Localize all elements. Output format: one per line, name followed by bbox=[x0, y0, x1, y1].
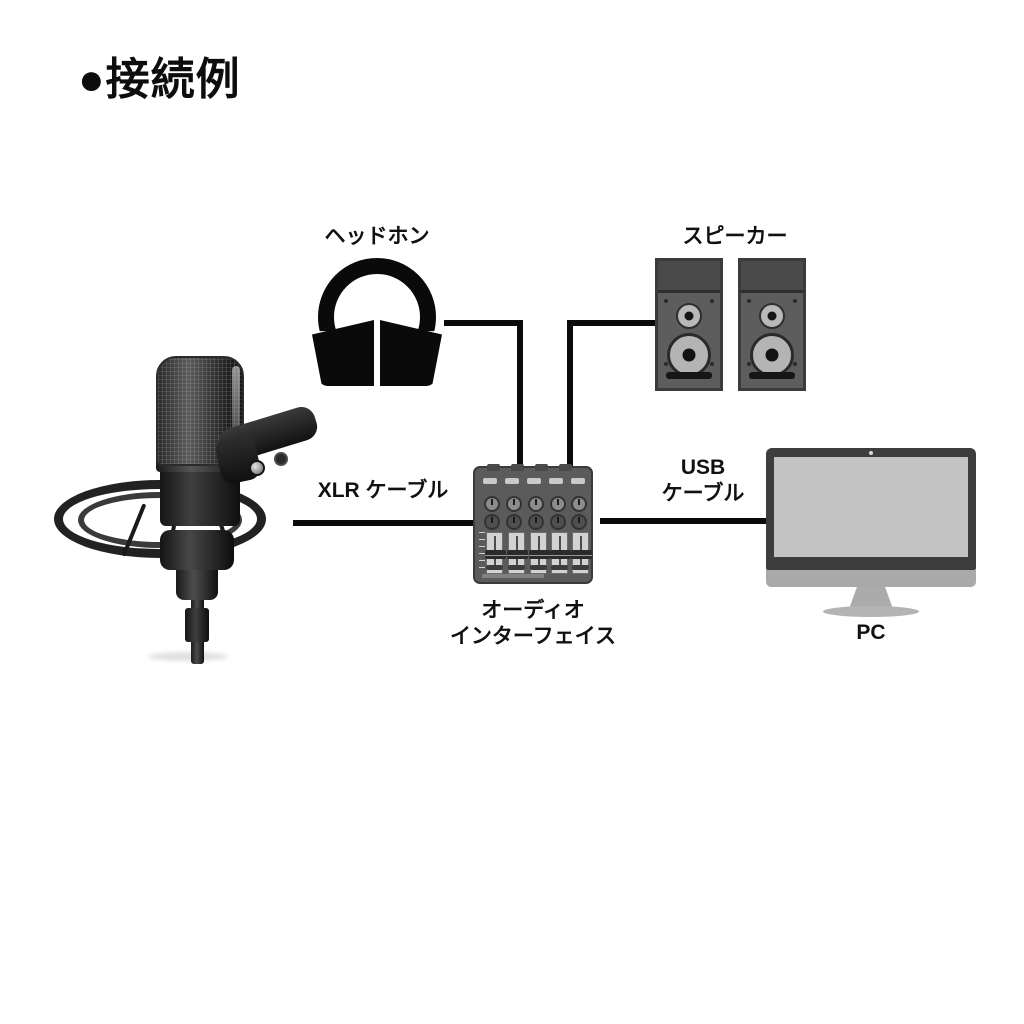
interface-pan-knob bbox=[506, 514, 522, 530]
speaker-bass-port bbox=[666, 372, 712, 379]
speaker-top-band bbox=[658, 261, 720, 293]
wire-xlr-cable bbox=[293, 520, 473, 526]
speaker-screw bbox=[747, 299, 751, 303]
microphone-xlr-connector bbox=[185, 608, 209, 642]
speaker-screw bbox=[664, 299, 668, 303]
condenser-microphone-icon bbox=[52, 352, 321, 664]
speaker-top-band bbox=[741, 261, 803, 293]
speakers-icon bbox=[655, 258, 815, 391]
fader-cap bbox=[529, 550, 550, 559]
microphone-grille-highlight bbox=[232, 366, 240, 462]
interface-gain-knob bbox=[506, 496, 522, 512]
speaker-screw bbox=[793, 362, 797, 366]
audio-interface-icon bbox=[473, 464, 593, 584]
interface-gain-knob bbox=[550, 496, 566, 512]
page-title: ●接続例 bbox=[78, 55, 241, 104]
fader-cap bbox=[550, 550, 571, 559]
interface-switch bbox=[527, 478, 541, 484]
speaker-bass-port bbox=[749, 372, 795, 379]
monitor-bezel bbox=[766, 448, 976, 570]
interface-top-jack bbox=[487, 464, 500, 471]
fader-cap bbox=[507, 550, 528, 559]
interface-fader-scale bbox=[479, 530, 486, 572]
interface-brand-text bbox=[482, 574, 544, 578]
interface-switch bbox=[483, 478, 497, 484]
speaker-screw bbox=[710, 362, 714, 366]
interface-switch bbox=[505, 478, 519, 484]
wire-headphone-vertical bbox=[517, 320, 523, 468]
monitor-stand-base bbox=[823, 606, 919, 617]
interface-gain-knob bbox=[528, 496, 544, 512]
audio-interface-body bbox=[473, 464, 593, 584]
speaker-screw bbox=[710, 299, 714, 303]
pc-label: PC bbox=[856, 621, 886, 644]
interface-channel-tag bbox=[486, 565, 503, 570]
monitor-screen bbox=[774, 457, 968, 557]
speaker-face bbox=[658, 293, 720, 388]
interface-pan-knob bbox=[484, 514, 500, 530]
speaker-tweeter bbox=[759, 303, 785, 329]
interface-channel-tag bbox=[551, 565, 568, 570]
speaker-screw bbox=[664, 362, 668, 366]
wire-speaker-vertical bbox=[567, 320, 573, 468]
microphone-mount-thumbscrew bbox=[249, 460, 265, 476]
microphone-mount-knob bbox=[274, 452, 288, 466]
wire-usb-cable bbox=[600, 518, 768, 524]
interface-channel-tag bbox=[508, 565, 525, 570]
speaker-woofer bbox=[667, 333, 711, 377]
speaker-screw bbox=[793, 299, 797, 303]
interface-pan-knob bbox=[571, 514, 587, 530]
interface-fader bbox=[507, 532, 528, 574]
interface-channel-tag bbox=[572, 565, 589, 570]
wire-headphone-horizontal bbox=[444, 320, 523, 326]
fader-cap bbox=[485, 550, 506, 559]
speaker-tweeter bbox=[676, 303, 702, 329]
interface-gain-knob bbox=[484, 496, 500, 512]
shock-mount-hub bbox=[160, 530, 234, 570]
interface-gain-knob bbox=[571, 496, 587, 512]
interface-top-jack bbox=[511, 464, 524, 471]
speaker-screw bbox=[747, 362, 751, 366]
interface-fader bbox=[485, 532, 506, 574]
interface-pan-knob bbox=[528, 514, 544, 530]
interface-fader bbox=[529, 532, 550, 574]
headphones-icon bbox=[312, 258, 442, 386]
speaker-right bbox=[738, 258, 806, 391]
microphone-shadow bbox=[148, 652, 228, 661]
monitor-stand-neck bbox=[849, 587, 893, 609]
wire-speaker-horizontal bbox=[567, 320, 657, 326]
xlr-cable-label: XLR ケーブル bbox=[317, 479, 449, 502]
headphones-label: ヘッドホン bbox=[324, 225, 430, 248]
speaker-woofer bbox=[750, 333, 794, 377]
desktop-monitor-icon bbox=[766, 448, 976, 617]
interface-switch bbox=[571, 478, 585, 484]
webcam-icon bbox=[869, 451, 873, 455]
monitor-chin bbox=[766, 570, 976, 587]
interface-pan-knob bbox=[550, 514, 566, 530]
audio-interface-label: オーディオ インターフェイス bbox=[449, 599, 617, 649]
interface-fader bbox=[550, 532, 571, 574]
speaker-face bbox=[741, 293, 803, 388]
interface-channel-tag bbox=[530, 565, 547, 570]
interface-top-jack bbox=[559, 464, 572, 471]
speaker-left bbox=[655, 258, 723, 391]
interface-top-jack bbox=[535, 464, 548, 471]
interface-master-fader bbox=[571, 532, 592, 574]
usb-cable-label: USB ケーブル bbox=[661, 456, 745, 506]
speakers-label: スピーカー bbox=[682, 225, 788, 248]
interface-switch bbox=[549, 478, 563, 484]
fader-cap bbox=[571, 550, 592, 559]
